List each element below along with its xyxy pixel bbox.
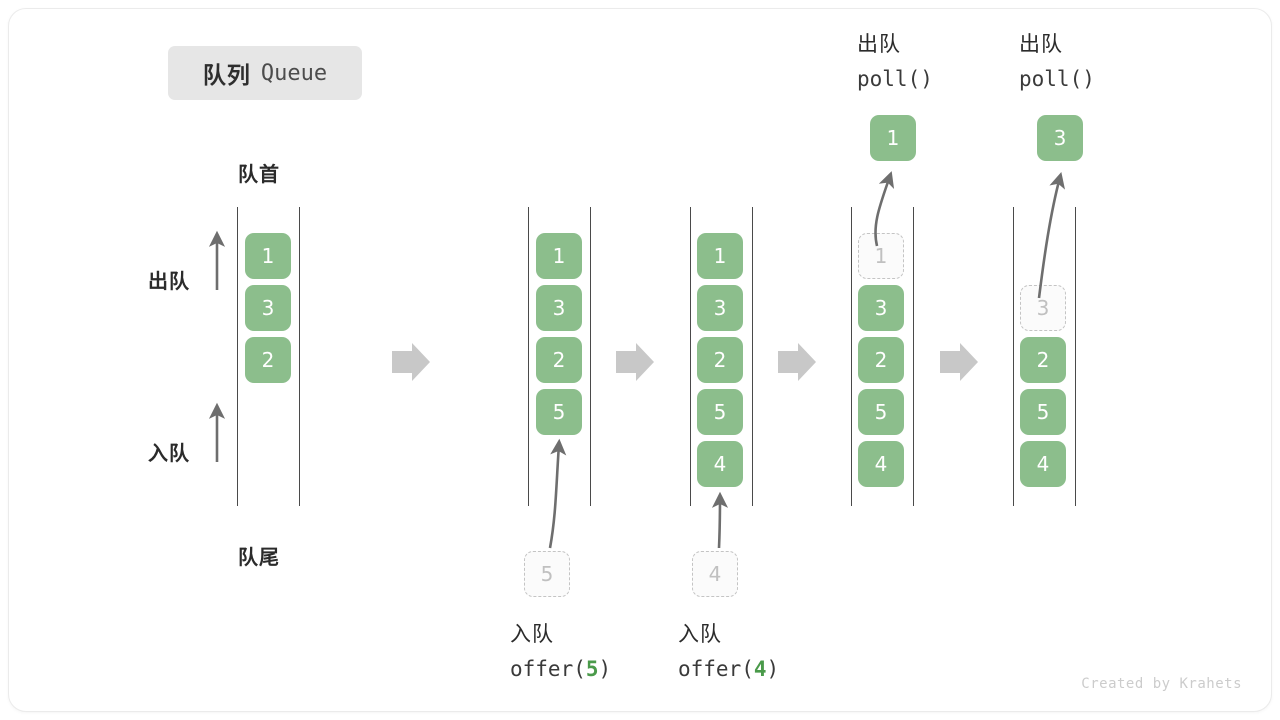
operation-caption-poll-3: 出队 poll() [1019,28,1095,96]
queue-cell: 1 [697,233,743,279]
queue-cell: 2 [697,337,743,383]
queue-rail-left [851,207,852,506]
ghost-cell-incoming: 4 [692,551,738,597]
title-label-cn: 队列 [202,62,251,88]
title-badge: 队列 Queue [168,46,362,100]
operation-cn-offer-4: 入队 [678,623,722,646]
queue-cell: 2 [1020,337,1066,383]
queue-cell: 1 [536,233,582,279]
queue-rail-right [752,207,753,506]
queue-cell: 3 [858,285,904,331]
queue-rail-right [590,207,591,506]
operation-caption-poll-1: 出队 poll() [857,28,933,96]
operation-fn-offer-5: offer( [510,657,586,681]
queue-rail-right [913,207,914,506]
operation-arg-offer-4: 4 [753,657,767,681]
queue-rail-left [528,207,529,506]
operation-close-offer-5: ) [598,657,612,681]
ghost-cell-removed: 3 [1020,285,1066,331]
queue-rail-left [690,207,691,506]
queue-cell: 4 [1020,441,1066,487]
queue-cell: 4 [697,441,743,487]
operation-cn-offer-5: 入队 [510,623,554,646]
queue-cell: 3 [697,285,743,331]
queue-cell: 5 [1020,389,1066,435]
operation-cn-poll-3: 出队 [1019,33,1063,56]
queue-rail-right [1075,207,1076,506]
enqueue-direction-label: 入队 [148,443,190,465]
queue-cell: 5 [858,389,904,435]
queue-cell: 4 [858,441,904,487]
queue-tail-label: 队尾 [238,547,280,569]
popped-cell: 3 [1037,115,1083,161]
queue-cell: 3 [536,285,582,331]
dequeue-direction-label: 出队 [148,271,190,293]
operation-arg-offer-5: 5 [585,657,599,681]
queue-rail-left [1013,207,1014,506]
title-label-en: Queue [260,60,328,86]
diagram-card [8,8,1272,712]
queue-cell: 5 [697,389,743,435]
operation-caption-offer-4: 入队 offer(4) [678,618,779,686]
operation-caption-offer-5: 入队 offer(5) [510,618,611,686]
popped-cell: 1 [870,115,916,161]
operation-code-offer-4: offer(4) [678,652,779,686]
queue-cell: 5 [536,389,582,435]
operation-code-poll-1: poll() [857,67,933,91]
credit-label: Created by Krahets [1081,676,1242,692]
queue-cell: 2 [858,337,904,383]
operation-fn-offer-4: offer( [678,657,754,681]
queue-head-label: 队首 [238,164,280,186]
ghost-cell-incoming: 5 [524,551,570,597]
queue-cell: 3 [245,285,291,331]
queue-cell: 1 [245,233,291,279]
operation-code-poll-3: poll() [1019,67,1095,91]
operation-close-offer-4: ) [766,657,780,681]
queue-cell: 2 [245,337,291,383]
queue-cell: 2 [536,337,582,383]
operation-code-offer-5: offer(5) [510,652,611,686]
queue-rail-left [237,207,238,506]
queue-rail-right [299,207,300,506]
operation-cn-poll-1: 出队 [857,33,901,56]
ghost-cell-removed: 1 [858,233,904,279]
